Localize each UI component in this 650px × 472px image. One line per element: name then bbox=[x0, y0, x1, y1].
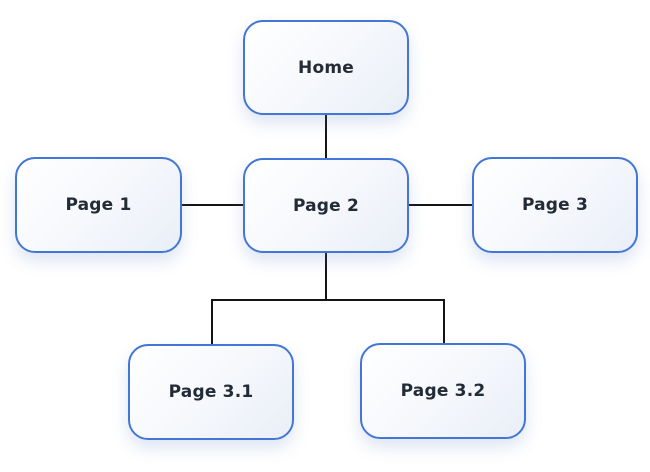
connector-drop-to-page3-2 bbox=[443, 299, 445, 343]
node-page-3-1[interactable]: Page 3.1 bbox=[128, 344, 294, 440]
node-page-3-2[interactable]: Page 3.2 bbox=[360, 343, 526, 439]
connector-children-bus bbox=[211, 299, 444, 301]
connector-drop-to-page3-1 bbox=[211, 299, 213, 344]
node-page-3-1-label: Page 3.1 bbox=[168, 382, 254, 402]
node-page-2[interactable]: Page 2 bbox=[243, 158, 409, 253]
node-page-1[interactable]: Page 1 bbox=[15, 157, 182, 253]
node-home-label: Home bbox=[298, 57, 354, 78]
node-page-1-label: Page 1 bbox=[65, 195, 132, 215]
node-page-3-label: Page 3 bbox=[521, 195, 589, 215]
node-page-3[interactable]: Page 3 bbox=[472, 157, 638, 253]
connector-page1-to-page2 bbox=[181, 204, 243, 206]
node-page-3-2-label: Page 3.2 bbox=[400, 381, 486, 401]
connector-page2-to-page3 bbox=[409, 204, 472, 206]
node-page-2-label: Page 2 bbox=[292, 195, 360, 216]
connector-page2-stem bbox=[325, 253, 327, 300]
node-home[interactable]: Home bbox=[243, 20, 409, 115]
connector-home-to-page2 bbox=[325, 115, 327, 158]
